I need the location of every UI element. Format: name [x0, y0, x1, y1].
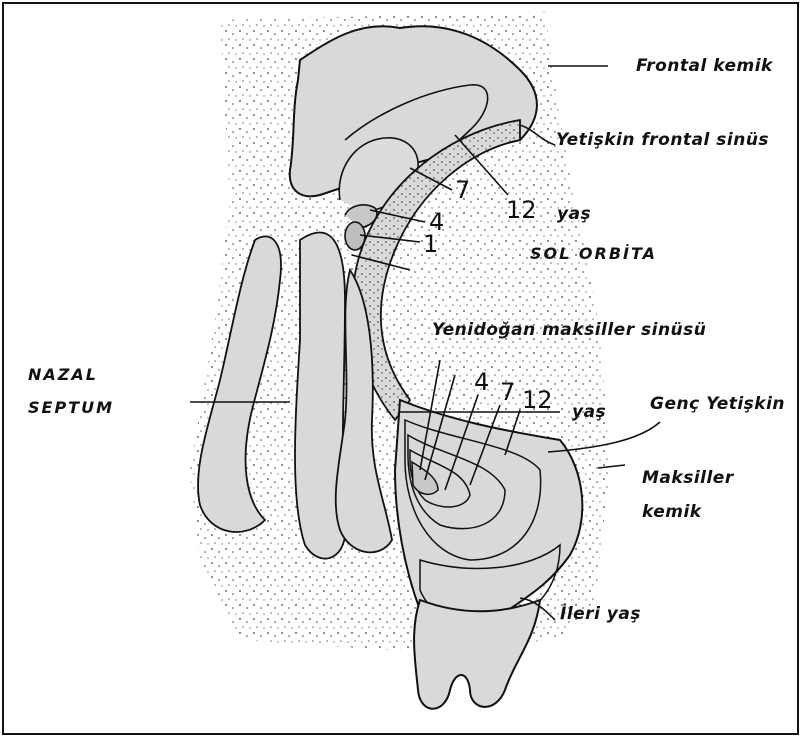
label-age-12-lower: 12: [522, 386, 553, 414]
label-kemik: kemik: [642, 502, 702, 522]
label-genc-yetiskin: Genç Yetişkin: [650, 394, 785, 414]
label-nazal: NAZAL: [28, 365, 98, 384]
label-yetiskin-frontal-sinus: Yetişkin frontal sinüs: [556, 130, 769, 150]
label-age-4-lower: 4: [474, 368, 489, 396]
label-ileri-yas: İleri yaş: [560, 604, 641, 624]
label-age-7-lower: 7: [500, 378, 515, 406]
label-age-7-upper: 7: [455, 176, 470, 204]
tooth: [414, 600, 540, 709]
label-yas-lower: yaş: [572, 402, 606, 422]
label-septum: SEPTUM: [28, 398, 114, 417]
label-frontal-kemik: Frontal kemik: [636, 56, 773, 76]
label-age-12-upper: 12: [506, 196, 537, 224]
label-sol-orbita: SOL ORBİTA: [530, 244, 657, 263]
label-age-1: 1: [423, 230, 438, 258]
label-maksiller: Maksiller: [642, 468, 734, 488]
label-yas-upper: yaş: [557, 204, 591, 224]
label-yenidogan-maksiller: Yenidoğan maksiller sinüsü: [432, 320, 706, 340]
